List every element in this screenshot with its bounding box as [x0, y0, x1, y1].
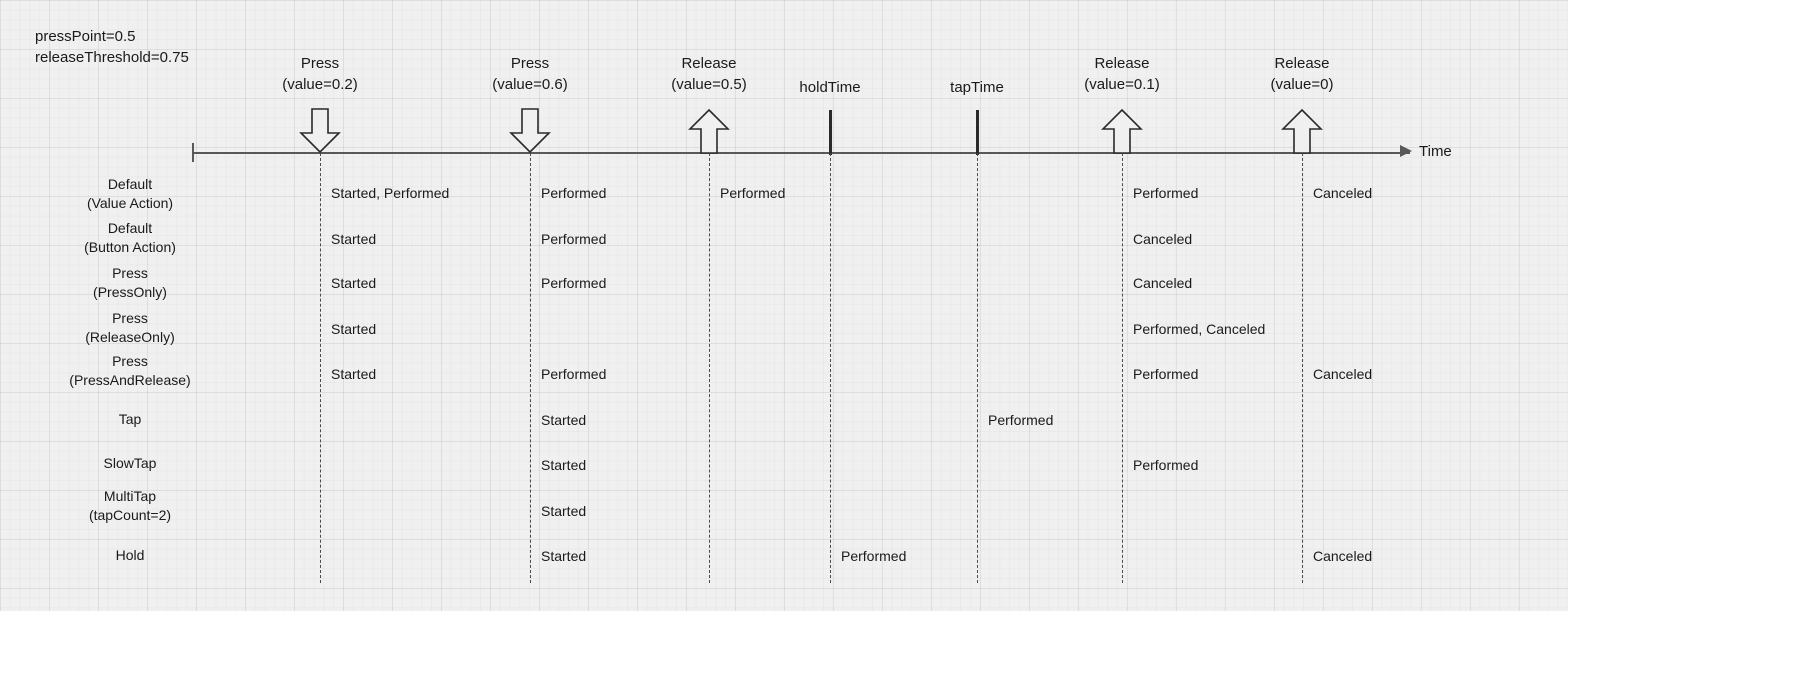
event-label-release-1: Release (value=0.5) — [671, 55, 747, 93]
cell-default-value-action-press-1: Started, Performed — [331, 185, 450, 201]
cell-press-pressonly-release-2: Canceled — [1133, 275, 1193, 291]
canvas-margin-bottom — [0, 611, 1800, 700]
row-label-slowtap: SlowTap — [103, 455, 157, 471]
row-label-tap: Tap — [118, 411, 142, 427]
cell-slowtap-press-2: Started — [541, 457, 587, 473]
cell-hold-release-3: Canceled — [1313, 548, 1373, 564]
row-label-press-releaseonly: Press (ReleaseOnly) — [85, 310, 175, 345]
parameters-note: pressPoint=0.5 releaseThreshold=0.75 — [35, 26, 189, 68]
event-label-tap-time: tapTime — [950, 79, 1004, 96]
time-axis-arrowhead — [1400, 145, 1412, 157]
arrow-up-icon — [688, 108, 730, 154]
cell-press-pressandrelease-press-1: Started — [331, 366, 377, 382]
event-label-release-2: Release (value=0.1) — [1084, 55, 1160, 93]
cell-default-button-action-release-2: Canceled — [1133, 231, 1193, 247]
arrow-down-icon — [299, 108, 341, 154]
cell-press-pressandrelease-press-2: Performed — [541, 366, 607, 382]
event-guideline-press-1 — [320, 153, 321, 583]
cell-press-pressandrelease-release-3: Canceled — [1313, 366, 1373, 382]
time-axis-line — [192, 152, 1410, 154]
event-marker-release-1 — [688, 108, 730, 159]
cell-default-button-action-press-1: Started — [331, 231, 377, 247]
event-guideline-release-3 — [1302, 153, 1303, 583]
row-label-default-value-action: Default (Value Action) — [86, 176, 174, 211]
cell-default-value-action-release-1: Performed — [720, 185, 786, 201]
row-label-press-pressandrelease: Press (PressAndRelease) — [69, 353, 191, 388]
event-guideline-release-1 — [709, 153, 710, 583]
row-label-default-button-action: Default (Button Action) — [84, 220, 176, 255]
time-axis-label: Time — [1419, 143, 1452, 160]
row-label-press-pressonly: Press (PressOnly) — [93, 265, 167, 300]
arrow-up-icon — [1101, 108, 1143, 154]
event-marker-release-3 — [1281, 108, 1323, 159]
grid-background — [0, 0, 1568, 611]
param-releasethreshold: releaseThreshold=0.75 — [35, 49, 189, 66]
event-marker-hold-time — [829, 110, 832, 155]
event-label-release-3: Release (value=0) — [1270, 55, 1334, 93]
cell-default-button-action-press-2: Performed — [541, 231, 607, 247]
event-marker-release-2 — [1101, 108, 1143, 159]
event-marker-press-1 — [299, 108, 341, 159]
cell-press-releaseonly-release-2: Performed, Canceled — [1133, 321, 1266, 337]
cell-tap-press-2: Started — [541, 412, 587, 428]
event-marker-press-2 — [509, 108, 551, 159]
cell-multitap-press-2: Started — [541, 503, 587, 519]
event-label-press-2: Press (value=0.6) — [492, 55, 568, 93]
cell-press-pressandrelease-release-2: Performed — [1133, 366, 1199, 382]
event-label-hold-time: holdTime — [799, 79, 861, 96]
row-label-multitap: MultiTap (tapCount=2) — [88, 488, 172, 523]
cell-default-value-action-press-2: Performed — [541, 185, 607, 201]
event-guideline-hold-time — [830, 153, 831, 583]
cell-press-pressonly-press-2: Performed — [541, 275, 607, 291]
row-label-hold: Hold — [115, 547, 145, 563]
cell-hold-hold-time: Performed — [841, 548, 907, 564]
event-label-press-1: Press (value=0.2) — [282, 55, 358, 93]
arrow-up-icon — [1281, 108, 1323, 154]
canvas-margin-right — [1568, 0, 1800, 611]
cell-tap-tap-time: Performed — [988, 412, 1054, 428]
param-presspoint: pressPoint=0.5 — [35, 28, 136, 45]
event-guideline-release-2 — [1122, 153, 1123, 583]
event-guideline-press-2 — [530, 153, 531, 583]
cell-default-value-action-release-3: Canceled — [1313, 185, 1373, 201]
cell-press-pressonly-press-1: Started — [331, 275, 377, 291]
event-marker-tap-time — [976, 110, 979, 155]
cell-slowtap-release-2: Performed — [1133, 457, 1199, 473]
cell-press-releaseonly-press-1: Started — [331, 321, 377, 337]
arrow-down-icon — [509, 108, 551, 154]
cell-default-value-action-release-2: Performed — [1133, 185, 1199, 201]
event-guideline-tap-time — [977, 153, 978, 583]
cell-hold-press-2: Started — [541, 548, 587, 564]
